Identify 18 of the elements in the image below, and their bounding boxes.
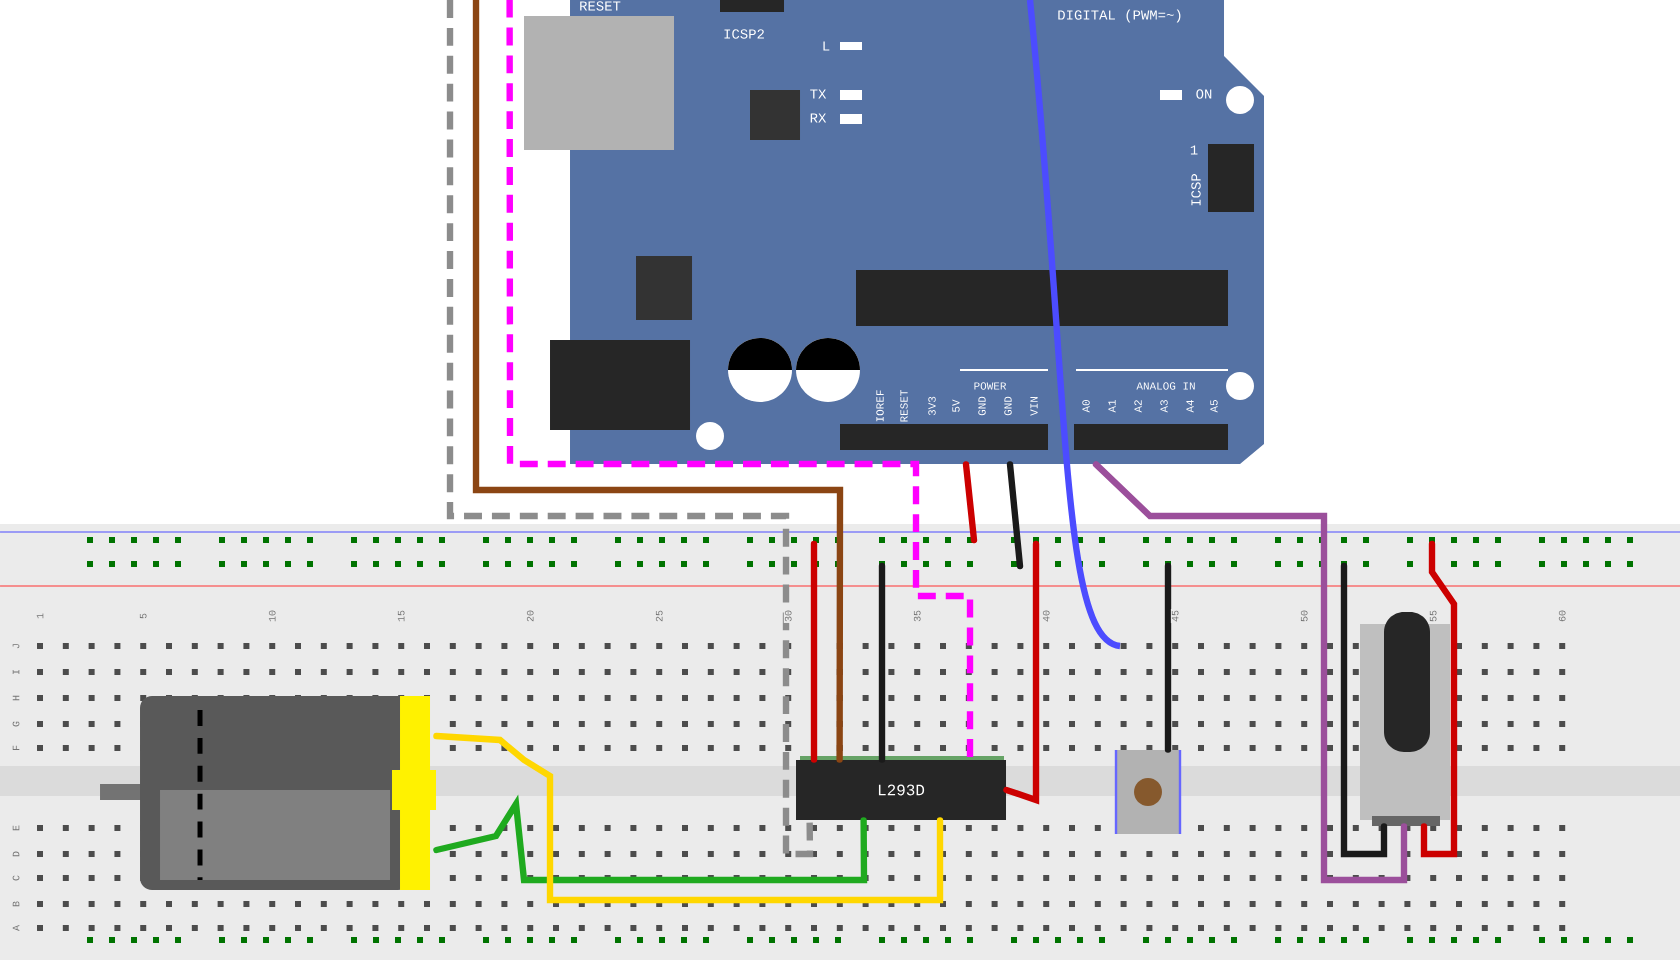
wire: [1420, 540, 1458, 858]
wire: [446, 0, 814, 858]
wire: [472, 0, 844, 763]
wire: [1092, 461, 1408, 884]
motor-drawing: [100, 696, 436, 890]
wire: [433, 732, 944, 904]
wire: [810, 540, 818, 763]
wire: [1003, 540, 1040, 805]
potentiometer-drawing: [1360, 612, 1450, 826]
wire: [962, 461, 978, 544]
wire: [433, 794, 868, 884]
wire: [1164, 562, 1172, 753]
wire: [1340, 562, 1388, 858]
wire: [878, 562, 886, 763]
wire: [1006, 461, 1024, 570]
wire: [506, 0, 974, 760]
microcontroller-board-drawing: [524, 0, 1264, 464]
push-button: [1114, 748, 1182, 836]
